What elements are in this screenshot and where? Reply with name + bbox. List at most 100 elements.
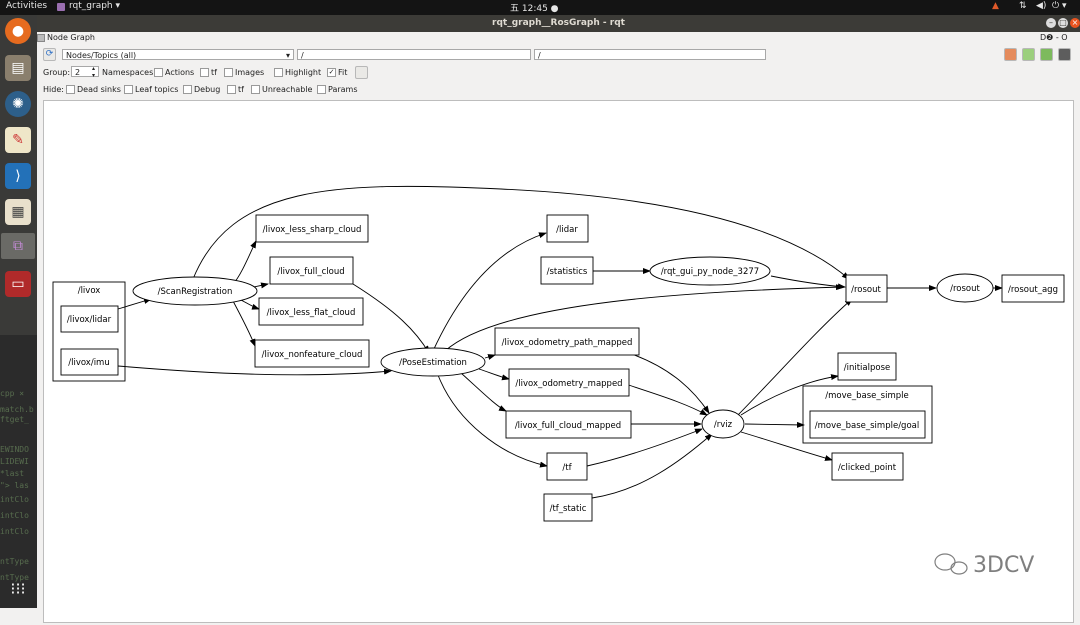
save-image-button[interactable] <box>1058 48 1071 61</box>
activities-button[interactable]: Activities <box>6 1 48 11</box>
label-full-cloud-mapped: /livox_full_cloud_mapped <box>515 421 621 431</box>
group-spinbox[interactable]: 2 <box>71 66 99 77</box>
params-checkbox[interactable] <box>317 85 326 94</box>
label-odom-mapped: /livox_odometry_mapped <box>515 379 622 389</box>
topic-rosout-agg[interactable] <box>1001 274 1065 303</box>
volume-icon[interactable]: ◀) <box>1036 1 1047 11</box>
label-less-sharp: /livox_less_sharp_cloud <box>263 225 362 235</box>
debug-checkbox[interactable] <box>183 85 192 94</box>
watermark-text: 3DCV <box>973 553 1034 578</box>
node-rosout[interactable] <box>936 273 994 303</box>
power-icon[interactable]: ⏻ ▾ <box>1052 1 1067 11</box>
minimize-icon[interactable]: – <box>1046 18 1056 28</box>
leaf-topics-checkbox[interactable] <box>124 85 133 94</box>
graph-edges <box>117 185 1003 499</box>
node-rqt-gui-py[interactable] <box>649 256 771 286</box>
topic-statistics[interactable] <box>540 256 594 285</box>
topic-rosout[interactable] <box>845 274 888 303</box>
label-livox-imu: /livox/imu <box>68 358 109 368</box>
node-pose-estimation[interactable] <box>380 347 486 377</box>
topic-odometry-mapped[interactable] <box>508 368 630 397</box>
label-lidar: /lidar <box>556 225 578 235</box>
label-rosout-node: /rosout <box>950 284 980 294</box>
app-menu[interactable]: rqt_graph ▾ <box>69 1 121 11</box>
label-rosout-agg: /rosout_agg <box>1008 285 1058 295</box>
rqt-icon[interactable]: ⧉ <box>1 233 35 259</box>
hide-tf-label: tf <box>238 85 244 94</box>
label-scan-registration: /ScanRegistration <box>158 287 233 297</box>
spinner-arrows-icon[interactable]: ▴▾ <box>92 65 96 79</box>
namespaces-label: Namespaces <box>102 68 154 77</box>
label-clicked-point: /clicked_point <box>838 463 897 473</box>
fit-in-view-button[interactable] <box>355 66 368 79</box>
network-icon[interactable]: ⇅ <box>1019 1 1027 11</box>
highlight-checkbox[interactable] <box>274 68 283 77</box>
terminal-line: match.b <box>0 405 34 414</box>
watermark: 3DCV <box>934 553 1034 578</box>
terminal-line: LIDEWI <box>0 457 29 466</box>
refresh-button[interactable]: ⟳ <box>43 48 56 61</box>
label-rviz: /rviz <box>714 420 733 430</box>
topic-less-flat-cloud[interactable] <box>258 297 364 326</box>
hide-label: Hide: <box>43 85 64 94</box>
label-odom-path: /livox_odometry_path_mapped <box>502 338 633 348</box>
mode-select[interactable]: Nodes/Topics (all) ▾ <box>62 49 294 60</box>
topic-initialpose[interactable] <box>837 352 897 381</box>
clock[interactable]: 五 12:45 ● <box>510 4 559 14</box>
topic-nonfeature-cloud[interactable] <box>254 339 370 368</box>
node-rviz[interactable] <box>701 409 745 439</box>
unreachable-checkbox[interactable] <box>251 85 260 94</box>
node-filter-input[interactable]: / <box>297 49 531 60</box>
dead-sinks-label: Dead sinks <box>77 85 121 94</box>
files-icon[interactable]: ▤ <box>5 55 31 81</box>
topic-full-cloud[interactable] <box>269 256 354 285</box>
topic-full-cloud-mapped[interactable] <box>505 410 632 439</box>
label-livox-lidar: /livox/lidar <box>67 315 112 325</box>
text-editor-icon[interactable]: ✎ <box>5 127 31 153</box>
vscode-icon[interactable]: ⟩ <box>5 163 31 189</box>
topic-tf[interactable] <box>546 452 588 481</box>
firefox-icon[interactable]: ● <box>5 18 31 44</box>
topic-clicked-point[interactable] <box>831 452 904 481</box>
show-applications-icon[interactable]: ⁝⁝⁝ <box>10 578 26 598</box>
settings-icon[interactable]: ✺ <box>5 91 31 117</box>
calculator-icon[interactable]: ▦ <box>5 199 31 225</box>
warning-icon[interactable]: ▲ <box>992 1 999 11</box>
plugin-controls[interactable]: D❷ - O <box>1040 33 1068 42</box>
dead-sinks-checkbox[interactable] <box>66 85 75 94</box>
graph-canvas[interactable]: /livox /move_base_simple <box>43 100 1074 623</box>
topic-lidar[interactable] <box>546 214 589 243</box>
topic-odometry-path-mapped[interactable] <box>494 327 640 356</box>
images-checkbox[interactable] <box>224 68 233 77</box>
cluster-move-base <box>802 385 933 444</box>
save-dot-button[interactable] <box>1022 48 1035 61</box>
images-label: Images <box>235 68 265 77</box>
unreachable-label: Unreachable <box>262 85 313 94</box>
topic-filter-input[interactable]: / <box>534 49 766 60</box>
label-full-cloud: /livox_full_cloud <box>277 267 344 277</box>
node-scan-registration[interactable] <box>132 276 258 306</box>
load-dot-button[interactable] <box>1004 48 1017 61</box>
topic-less-sharp-cloud[interactable] <box>255 214 369 243</box>
topic-move-base-goal[interactable] <box>809 410 926 439</box>
topic-livox-imu[interactable] <box>60 348 119 376</box>
maximize-icon[interactable]: □ <box>1058 18 1068 28</box>
rqt-main-area: Node Graph D❷ - O ⟳ Nodes/Topics (all) ▾… <box>37 32 1080 623</box>
topic-tf-static[interactable] <box>543 493 593 522</box>
hide-tf-checkbox[interactable] <box>227 85 236 94</box>
fit-checkbox[interactable]: ✓ <box>327 68 336 77</box>
actions-checkbox[interactable] <box>154 68 163 77</box>
tf-checkbox[interactable] <box>200 68 209 77</box>
params-label: Params <box>328 85 358 94</box>
label-statistics: /statistics <box>547 267 588 277</box>
close-icon[interactable]: × <box>1070 18 1080 28</box>
launcher-dock: ● ▤ ✺ ✎ ⟩ ▦ ⧉ ▭ cpp × match.b ftget_ EWI… <box>0 15 37 608</box>
save-svg-button[interactable] <box>1040 48 1053 61</box>
mode-select-value: Nodes/Topics (all) <box>66 51 137 60</box>
terminal-app-icon[interactable]: ▭ <box>5 271 31 297</box>
label-nonfeature: /livox_nonfeature_cloud <box>262 350 363 360</box>
label-less-flat: /livox_less_flat_cloud <box>267 308 356 318</box>
label-tf: /tf <box>562 463 572 473</box>
fit-label: Fit <box>338 68 348 77</box>
topic-livox-lidar[interactable] <box>60 305 119 333</box>
